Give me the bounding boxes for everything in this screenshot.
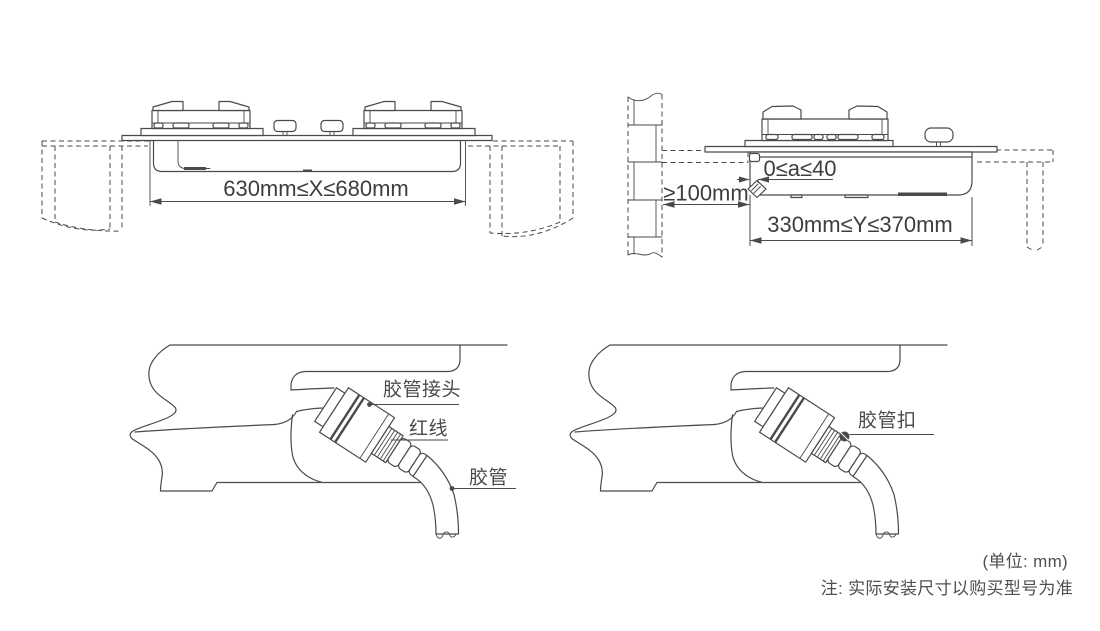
control-knob-right — [320, 119, 344, 136]
counter-cutout-left — [41, 140, 149, 232]
dimension-wall-label: ≥100mm — [663, 181, 748, 206]
counter-cutout-right — [468, 140, 574, 238]
glass-panel — [121, 134, 493, 142]
red-line-label: 红线 — [409, 418, 448, 440]
burner-left — [140, 100, 264, 137]
control-knob-left — [273, 119, 297, 136]
dimension-x-label: 630mm≤X≤680mm — [223, 176, 409, 201]
counter-dashed — [662, 149, 1054, 252]
dimension-y-label: 330mm≤Y≤370mm — [767, 212, 953, 237]
cooktop-body-side — [747, 152, 973, 199]
clamp-callout: 胶管扣 — [839, 410, 934, 442]
glass-panel-side — [704, 145, 998, 153]
cooktop-front-view: 630mm≤X≤680mm — [41, 100, 574, 238]
mount-bracket — [748, 152, 761, 163]
burner-right — [352, 100, 476, 137]
connector-callout: 胶管接头 — [367, 379, 461, 407]
wall-section — [627, 92, 663, 258]
footer-notes: (单位: mm) 注: 实际安装尺寸以购买型号为准 — [821, 552, 1073, 598]
cooktop-body — [149, 139, 466, 206]
cooktop-side-view: 0≤a≤40 ≥100mm 330mm≤Y≤370mm — [627, 92, 1054, 258]
hose-detail-right: 胶管扣 — [568, 343, 949, 540]
hose-clamp-label: 胶管扣 — [858, 410, 917, 432]
hose-label: 胶管 — [469, 467, 508, 489]
dimension-wall-clearance: ≥100mm — [663, 181, 750, 208]
hose-detail-left: 胶管接头 红线 胶管 — [128, 343, 516, 540]
burner-side — [744, 105, 894, 148]
connector-label: 胶管接头 — [383, 379, 461, 401]
model-note: 注: 实际安装尺寸以购买型号为准 — [821, 579, 1073, 598]
dimension-x: 630mm≤X≤680mm — [150, 176, 466, 205]
dimension-a-label: 0≤a≤40 — [763, 156, 836, 181]
dimension-a: 0≤a≤40 — [737, 156, 837, 183]
control-knob-side — [924, 127, 954, 147]
red-line-callout: 红线 — [391, 418, 448, 441]
gas-inlet — [747, 179, 767, 199]
hose-callout: 胶管 — [449, 467, 516, 491]
unit-note: (单位: mm) — [983, 552, 1069, 571]
dimension-y: 330mm≤Y≤370mm — [749, 195, 973, 246]
